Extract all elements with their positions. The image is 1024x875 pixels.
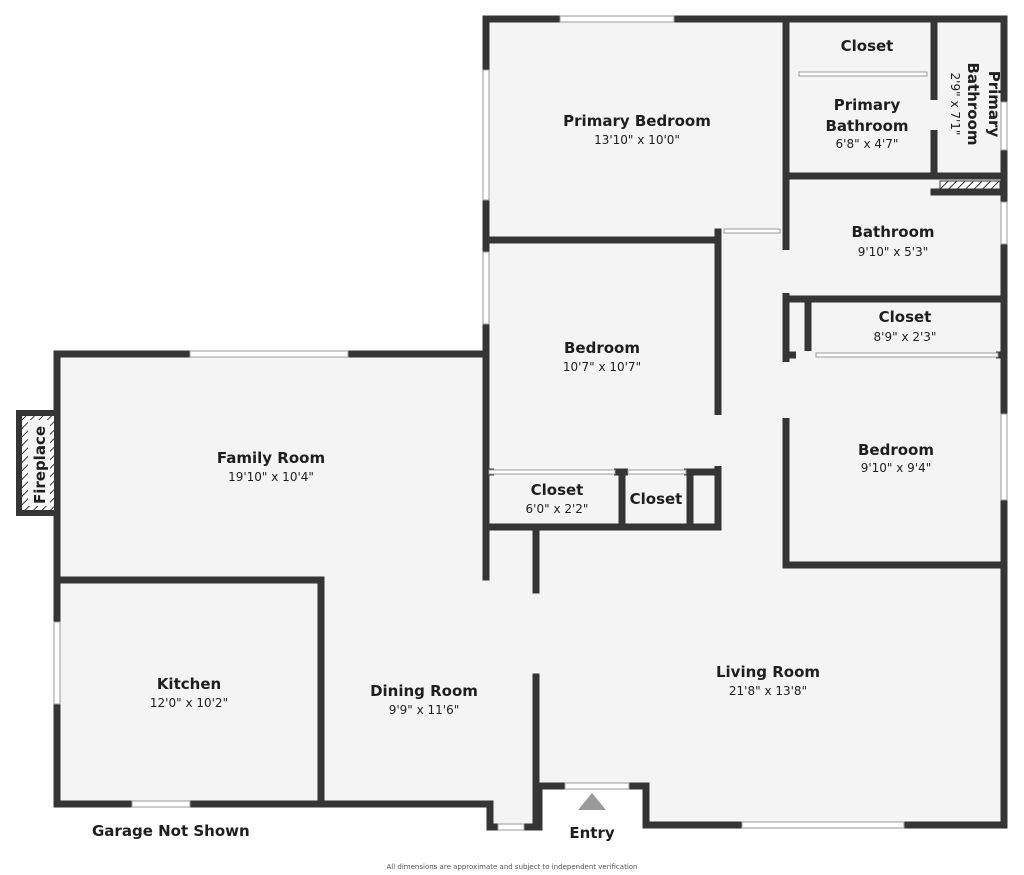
room-name: Primary [834,96,901,114]
room-bedroom-middle: Bedroom 10'7" x 10'7" [563,339,641,374]
room-closet-primary: Closet [841,37,894,55]
room-name: Primary [985,71,1003,138]
room-dimensions: 9'9" x 11'6" [389,703,460,717]
room-name: Closet [531,481,584,499]
fireplace-label: Fireplace [31,426,49,504]
room-name: Bedroom [858,441,934,459]
room-name: Bathroom [851,223,934,241]
entry-label: Entry [569,824,614,842]
room-name: Living Room [716,663,820,681]
room-name: Primary Bedroom [563,112,711,130]
room-name: Bathroom [825,117,908,135]
room-name: Family Room [217,449,325,467]
entry-arrow-icon [578,793,606,810]
room-dimensions: 6'0" x 2'2" [526,502,589,516]
room-name: Kitchen [157,675,221,693]
room-name: Dining Room [370,682,478,700]
room-closet-bedroom: Closet 6'0" x 2'2" [526,481,589,516]
room-closet-small: Closet [630,490,683,508]
room-dining-room: Dining Room 9'9" x 11'6" [370,682,478,717]
room-kitchen: Kitchen 12'0" x 10'2" [150,675,228,710]
room-dimensions: 21'8" x 13'8" [729,684,807,698]
room-name: Bedroom [564,339,640,357]
room-dimensions: 6'8" x 4'7" [836,137,899,151]
room-primary-bedroom: Primary Bedroom 13'10" x 10'0" [563,112,711,147]
room-bathroom: Bathroom 9'10" x 5'3" [851,223,934,259]
room-dimensions: 9'10" x 9'4" [861,461,932,475]
room-living-room: Living Room 21'8" x 13'8" [716,663,820,698]
room-dimensions: 8'9" x 2'3" [874,330,937,344]
room-primary-bathroom: Primary Bathroom 6'8" x 4'7" [825,96,908,151]
room-name: Closet [841,37,894,55]
room-closet-hall: Closet 8'9" x 2'3" [874,308,937,344]
room-dimensions: 19'10" x 10'4" [228,470,314,484]
room-dimensions: 12'0" x 10'2" [150,696,228,710]
room-name: Bathroom [964,62,982,145]
room-bedroom-right: Bedroom 9'10" x 9'4" [858,441,934,475]
garage-note: Garage Not Shown [92,822,250,840]
room-dimensions: 9'10" x 5'3" [858,245,929,259]
room-name: Closet [630,490,683,508]
windows [53,15,1008,831]
room-dimensions: 13'10" x 10'0" [594,133,680,147]
room-dimensions: 10'7" x 10'7" [563,360,641,374]
room-primary-bathroom-small: Primary Bathroom 2'9" x 7'1" [948,62,1003,145]
hatched-shaft [939,180,1001,190]
room-name: Closet [879,308,932,326]
room-family-room: Family Room 19'10" x 10'4" [217,449,325,484]
disclaimer: All dimensions are approximate and subje… [387,863,638,871]
fireplace: Fireplace [16,410,60,516]
room-dimensions: 2'9" x 7'1" [948,73,962,136]
floor-area [57,19,1004,827]
